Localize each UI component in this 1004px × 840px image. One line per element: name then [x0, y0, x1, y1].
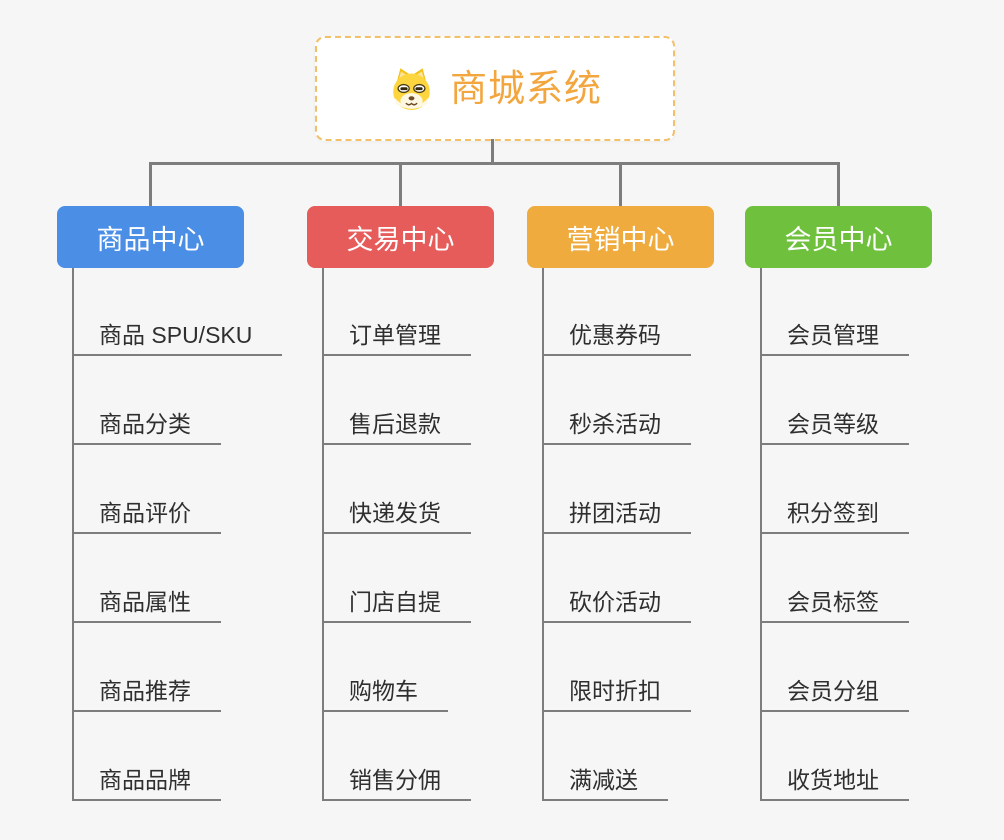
root-node[interactable]: 商城系统 [315, 36, 675, 141]
child-node[interactable]: 收货地址 [760, 766, 909, 801]
connector-child-spine [542, 268, 544, 801]
child-node[interactable]: 秒杀活动 [542, 410, 691, 445]
child-node[interactable]: 会员分组 [760, 677, 909, 712]
connector-root-stem [491, 139, 494, 164]
child-node[interactable]: 购物车 [322, 677, 448, 712]
child-node[interactable]: 优惠券码 [542, 321, 691, 356]
child-node[interactable]: 限时折扣 [542, 677, 691, 712]
branch-node[interactable]: 会员中心 [745, 206, 932, 268]
child-node[interactable]: 门店自提 [322, 588, 471, 623]
branch-node[interactable]: 营销中心 [527, 206, 714, 268]
root-title: 商城系统 [450, 68, 602, 109]
connector-child-spine [72, 268, 74, 801]
child-node[interactable]: 订单管理 [322, 321, 471, 356]
connector-child-spine [760, 268, 762, 801]
connector-branch-drop [399, 162, 402, 207]
child-node[interactable]: 拼团活动 [542, 499, 691, 534]
child-node[interactable]: 快递发货 [322, 499, 471, 534]
child-node[interactable]: 售后退款 [322, 410, 471, 445]
child-node[interactable]: 商品 SPU/SKU [72, 321, 283, 356]
child-node[interactable]: 商品评价 [72, 499, 221, 534]
connector-horizontal-bar [149, 162, 840, 165]
connector-branch-drop [619, 162, 622, 207]
child-node[interactable]: 商品推荐 [72, 677, 221, 712]
connector-branch-drop [837, 162, 840, 207]
connector-branch-drop [149, 162, 152, 207]
connector-child-spine [322, 268, 324, 801]
dog-face-icon [393, 68, 430, 111]
branch-node[interactable]: 交易中心 [307, 206, 494, 268]
child-node[interactable]: 会员等级 [760, 410, 909, 445]
child-node[interactable]: 会员标签 [760, 588, 909, 623]
child-node[interactable]: 商品属性 [72, 588, 221, 623]
branch-node[interactable]: 商品中心 [57, 206, 244, 268]
child-node[interactable]: 满减送 [542, 766, 668, 801]
child-node[interactable]: 积分签到 [760, 499, 909, 534]
child-node[interactable]: 商品分类 [72, 410, 221, 445]
child-node[interactable]: 砍价活动 [542, 588, 691, 623]
child-node[interactable]: 会员管理 [760, 321, 909, 356]
child-node[interactable]: 销售分佣 [322, 766, 471, 801]
child-node[interactable]: 商品品牌 [72, 766, 221, 801]
